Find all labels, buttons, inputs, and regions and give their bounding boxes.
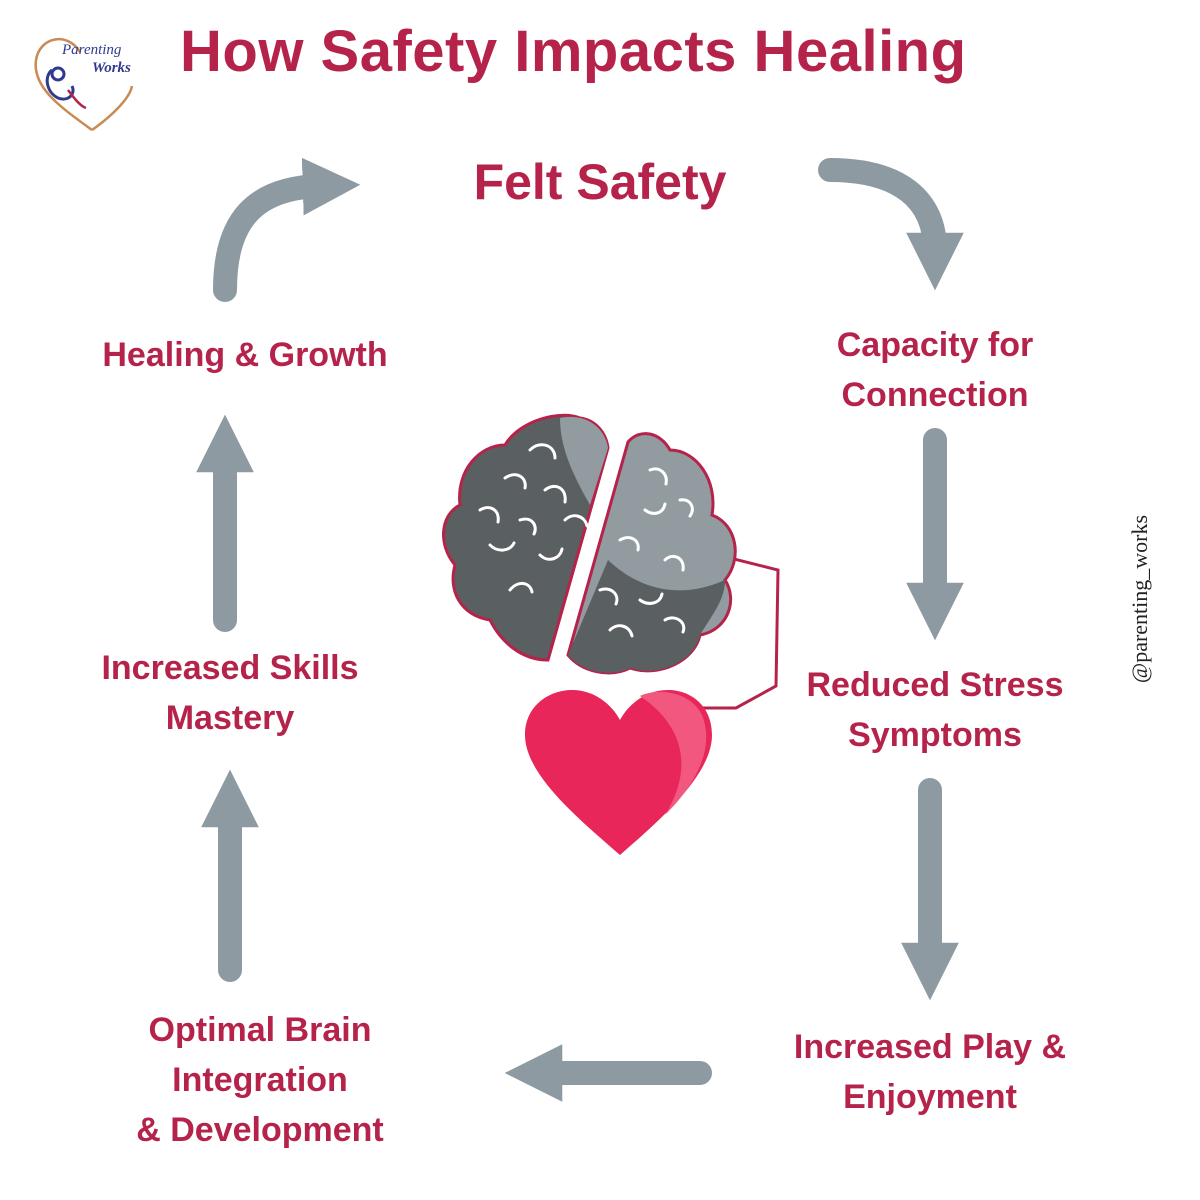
node-increased-play-enjoyment: Increased Play & Enjoyment bbox=[740, 1022, 1120, 1122]
logo-text-parenting: Parenting bbox=[62, 42, 122, 58]
node-label-line: Enjoyment bbox=[843, 1078, 1017, 1116]
node-healing-growth: Healing & Growth bbox=[60, 330, 430, 380]
node-capacity-for-connection: Capacity for Connection bbox=[770, 320, 1100, 420]
node-label-line: Reduced Stress bbox=[806, 666, 1064, 704]
arrow-felt-safety-to-capacity bbox=[818, 158, 964, 291]
arrow-healing-to-felt-safety bbox=[213, 157, 361, 302]
brain-folds bbox=[478, 443, 694, 638]
brain-left-hemisphere bbox=[442, 413, 610, 662]
node-label-line: Mastery bbox=[165, 699, 295, 737]
node-label-line: Integration bbox=[172, 1061, 348, 1099]
connector-wire bbox=[689, 546, 780, 710]
social-handle: @parenting_works bbox=[1127, 514, 1152, 684]
node-label-line: Optimal Brain bbox=[148, 1011, 372, 1049]
heart-outline-icon bbox=[34, 37, 134, 132]
brain-heart-illustration bbox=[442, 413, 780, 855]
node-reduced-stress-symptoms: Reduced Stress Symptoms bbox=[760, 660, 1110, 760]
node-label-line: & Development bbox=[136, 1111, 384, 1149]
node-optimal-brain-integration: Optimal Brain Integration & Development bbox=[90, 1005, 430, 1155]
node-label-line: Increased Play & bbox=[793, 1028, 1067, 1066]
node-label-line: Healing & Growth bbox=[102, 336, 388, 374]
node-label-line: Symptoms bbox=[848, 716, 1022, 754]
node-felt-safety: Felt Safety bbox=[473, 154, 727, 210]
heart-icon bbox=[525, 690, 712, 855]
node-label-line: Capacity for bbox=[836, 326, 1034, 364]
logo-text-works: Works bbox=[92, 60, 131, 76]
page-title: How Safety Impacts Healing bbox=[180, 19, 967, 84]
parenting-works-logo bbox=[22, 28, 152, 138]
node-label-line: Connection bbox=[841, 376, 1029, 414]
node-increased-skills-mastery: Increased Skills Mastery bbox=[60, 643, 400, 743]
node-label-line: Increased Skills bbox=[101, 649, 359, 687]
